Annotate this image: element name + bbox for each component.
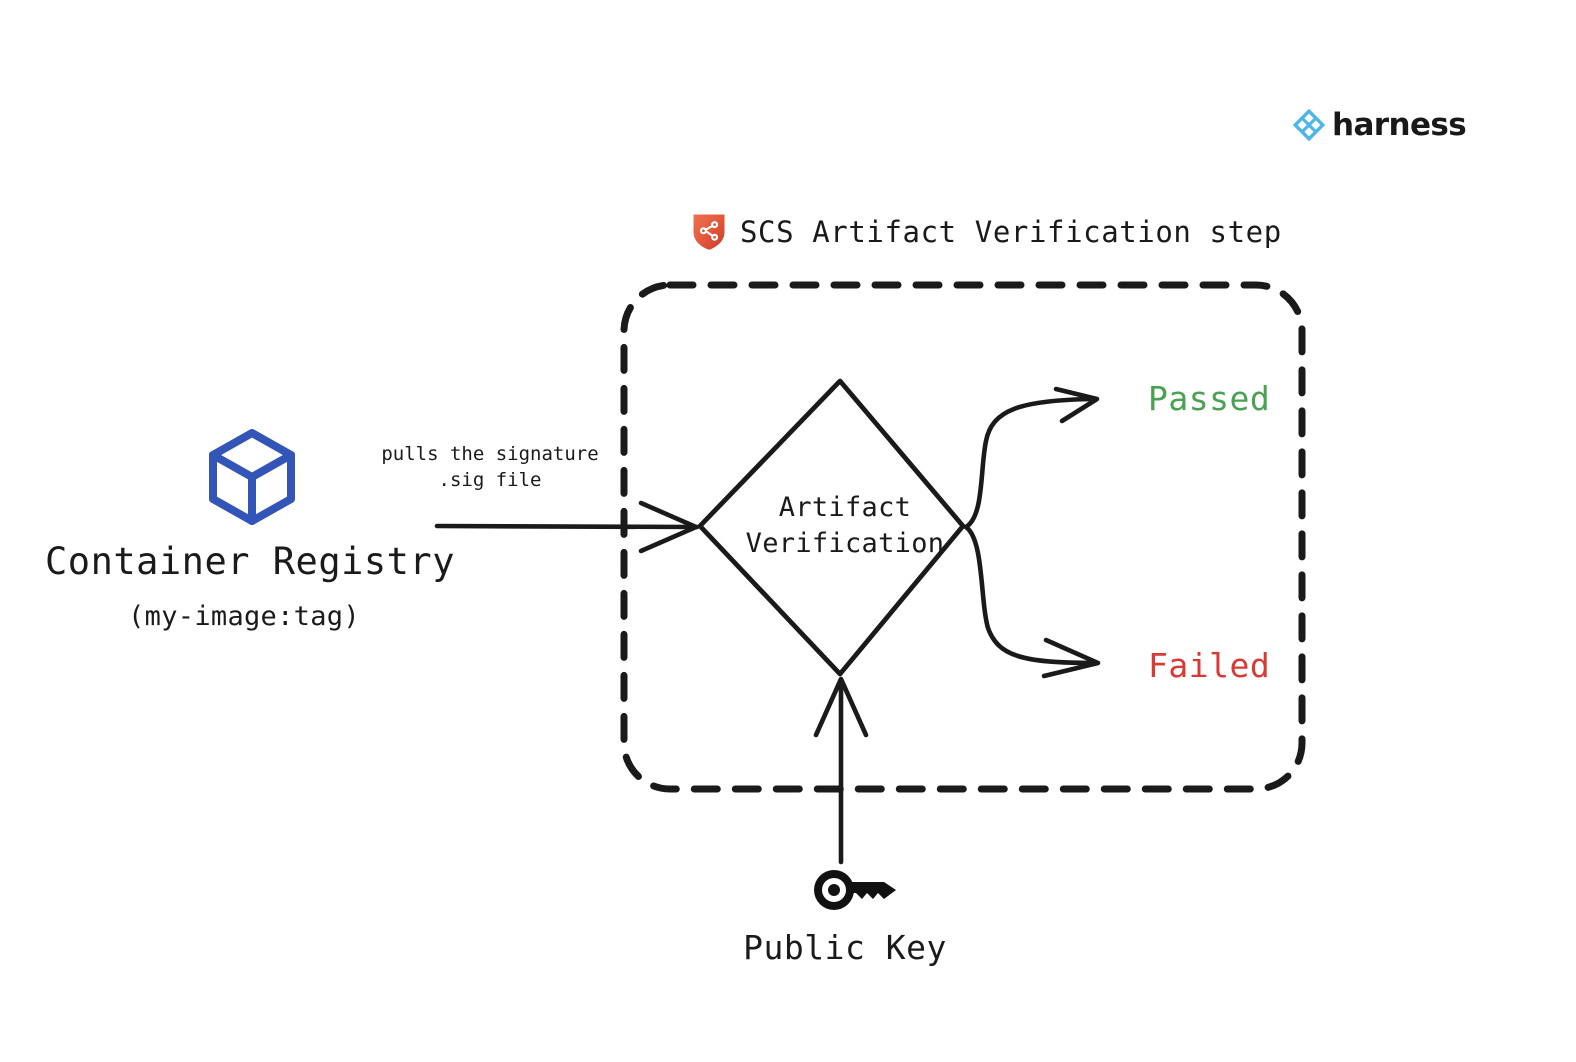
- decision-label: Artifact Verification: [700, 490, 990, 562]
- harness-wordmark: harness: [1332, 107, 1467, 143]
- public-key-label: Public Key: [743, 928, 947, 967]
- step-title-label: SCS Artifact Verification step: [740, 215, 1282, 249]
- outcome-failed-label: Failed: [1148, 646, 1271, 685]
- decision-label-line-1: Artifact: [778, 492, 912, 523]
- step-boundary-box: [620, 281, 1306, 793]
- container-cube-icon: [209, 429, 295, 525]
- key-icon: [814, 870, 896, 910]
- pull-annotation-line-1: pulls the signature: [381, 443, 599, 465]
- step-title: SCS Artifact Verification step: [692, 212, 1282, 252]
- decision-label-line-2: Verification: [745, 528, 945, 559]
- scs-shield-icon: [693, 214, 725, 250]
- container-registry-label: Container Registry: [45, 540, 455, 583]
- pull-annotation-line-2: .sig file: [438, 469, 542, 491]
- outcome-passed-label: Passed: [1148, 379, 1271, 418]
- harness-logo: harness: [1292, 103, 1467, 147]
- harness-logo-mark: [1292, 108, 1326, 142]
- pull-signature-annotation: pulls the signature .sig file: [370, 441, 610, 493]
- container-registry-sublabel: (my-image:tag): [128, 601, 360, 632]
